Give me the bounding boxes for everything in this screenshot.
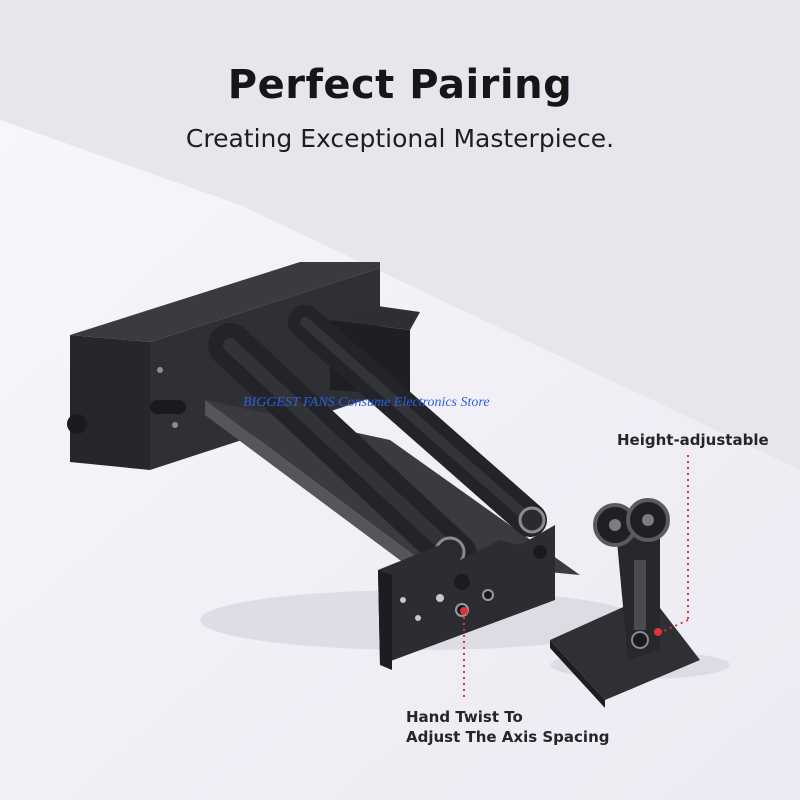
height-adjustable-label: Height-adjustable xyxy=(617,431,769,449)
page-subtitle: Creating Exceptional Masterpiece. xyxy=(185,124,615,153)
hand-twist-line1: Hand Twist To xyxy=(406,708,523,726)
hand-twist-line2: Adjust The Axis Spacing xyxy=(406,728,610,746)
store-watermark: BIGGEST FANS Consume Electronics Store xyxy=(243,395,490,410)
page-title: Perfect Pairing xyxy=(227,62,573,108)
hand-twist-label: Hand Twist To Adjust The Axis Spacing xyxy=(406,707,609,747)
